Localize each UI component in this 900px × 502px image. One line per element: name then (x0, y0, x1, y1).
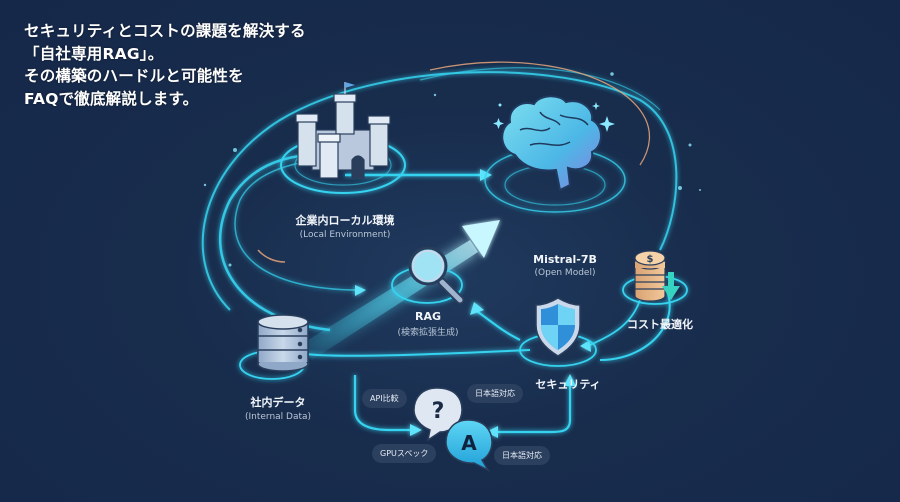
node-security: セキュリティ (535, 376, 600, 392)
node-model-label: Mistral-7B (533, 253, 597, 266)
brain-icon (501, 95, 602, 192)
svg-text:?: ? (432, 399, 445, 424)
node-rag-label: RAG (414, 310, 441, 323)
beam (300, 240, 478, 360)
svg-text:$: $ (647, 254, 654, 265)
coins-down-icon: $ (634, 250, 680, 302)
headline-line-4: FAQで徹底解説します。 (24, 89, 199, 108)
node-internal-data: 社内データ (Internal Data) (245, 394, 311, 422)
accent-lines (257, 61, 651, 263)
node-security-label: セキュリティ (535, 378, 601, 391)
headline-line-1: セキュリティとコストの課題を解決する (24, 22, 306, 40)
node-cost-label: コスト最適化 (627, 318, 693, 331)
qa-bubbles-icon: ? A (413, 387, 493, 472)
node-model-sublabel: (Open Model) (534, 268, 596, 278)
faq-tag-japanese-1: 日本語対応 (467, 384, 523, 403)
faq-tag-japanese-2: 日本語対応 (494, 446, 550, 465)
node-rag-sublabel: (検索拡張生成) (397, 328, 459, 338)
faq-tag-gpu: GPUスペック (372, 444, 437, 463)
shield-icon (535, 297, 581, 357)
headline: セキュリティとコストの課題を解決する 「自社専用RAG」。 その構築のハードルと… (24, 20, 306, 110)
beam-arrowhead (462, 220, 500, 258)
node-model: Mistral-7B (Open Model) (533, 253, 597, 278)
node-local-env-label: 企業内ローカル環境 (295, 214, 395, 227)
headline-line-3: その構築のハードルと可能性を (24, 67, 244, 85)
node-internal-data-sublabel: (Internal Data) (244, 412, 312, 422)
database-icon (257, 314, 309, 372)
node-rag: RAG (検索拡張生成) (397, 310, 458, 338)
svg-text:A: A (461, 431, 477, 455)
node-local-env-sublabel: (Local Environment) (299, 230, 391, 240)
castle-icon (295, 82, 391, 179)
node-local-env: 企業内ローカル環境 (Local Environment) (296, 212, 395, 240)
faq-tag-api: API比較 (362, 389, 407, 408)
star-dots (203, 72, 701, 267)
magnifier-icon (408, 246, 465, 305)
node-internal-data-label: 社内データ (250, 396, 306, 409)
node-cost: コスト最適化 (627, 316, 693, 332)
headline-line-2: 「自社専用RAG」。 (24, 44, 164, 63)
sparkle-icons (493, 102, 615, 132)
